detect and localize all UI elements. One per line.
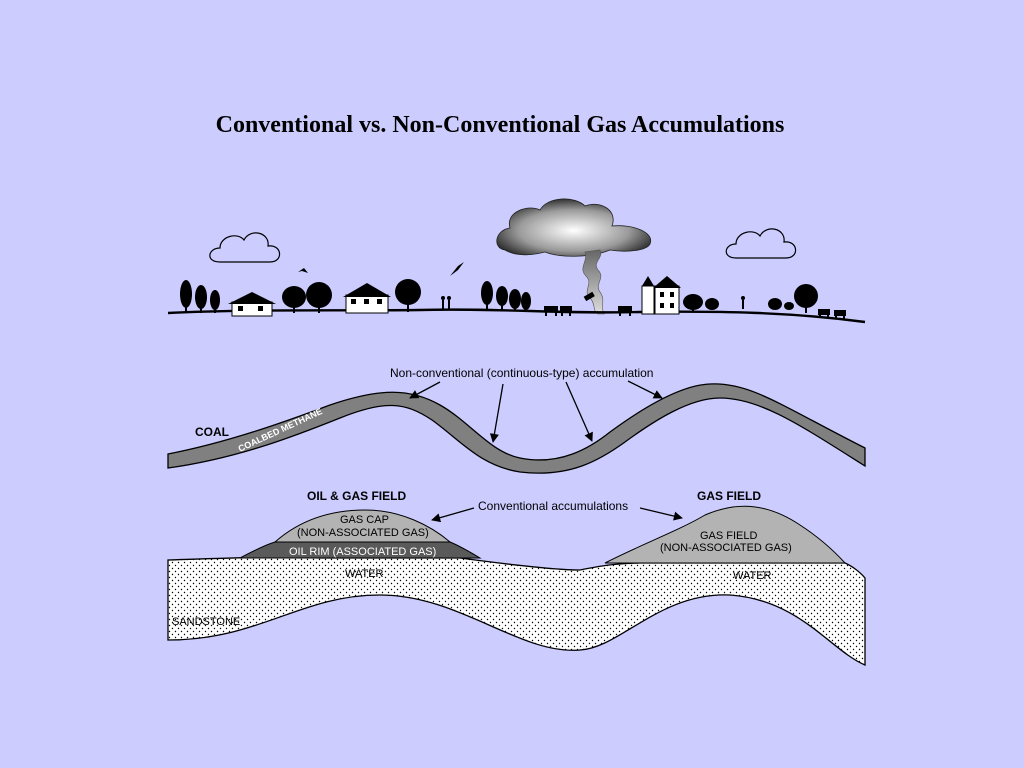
sandstone-label: SANDSTONE	[172, 616, 240, 628]
farmhouse-left-icon	[228, 292, 276, 317]
cows-icon	[544, 291, 846, 319]
water-left-label: WATER	[345, 568, 384, 580]
non-conventional-arrow	[565, 381, 593, 442]
landscape-scene	[167, 198, 866, 324]
tornado-funnel	[582, 249, 605, 315]
gas-field	[604, 505, 847, 564]
cloud-right	[725, 228, 797, 259]
conventional-arrow	[639, 507, 683, 521]
conventional-section: OIL & GAS FIELD GAS FIELD Conventional a…	[167, 489, 866, 666]
conventional-arrow	[431, 507, 475, 523]
gas-cap-label: GAS CAP	[340, 514, 389, 526]
gas-field-label: GAS FIELD	[700, 530, 758, 542]
sandstone-layer	[167, 556, 866, 666]
gas-cap-sub-label: (NON-ASSOCIATED GAS)	[297, 527, 429, 539]
trees	[180, 279, 818, 313]
ground-line	[167, 308, 866, 324]
non-conventional-label: Non-conventional (continuous-type) accum…	[390, 366, 653, 380]
coal-seam	[167, 383, 866, 474]
bird-icon	[298, 268, 308, 273]
people-icon	[441, 296, 745, 310]
bird-icon	[450, 262, 464, 276]
slide-title: Conventional vs. Non-Conventional Gas Ac…	[215, 112, 785, 138]
coal-seam-section: COAL COALBED METHANE Non-conventional (c…	[167, 366, 866, 474]
gas-field-heading: GAS FIELD	[697, 489, 761, 503]
coal-label: COAL	[195, 425, 229, 439]
conventional-label: Conventional accumulations	[478, 499, 628, 513]
gas-cap	[273, 509, 452, 543]
storm-cloud	[496, 198, 652, 257]
farmhouse-middle-icon	[343, 283, 391, 314]
oil-gas-field-heading: OIL & GAS FIELD	[307, 489, 406, 503]
water-right-label: WATER	[733, 570, 772, 582]
non-conventional-arrow	[409, 381, 441, 399]
cloud-left	[209, 232, 281, 263]
non-conventional-arrow	[627, 380, 663, 399]
gas-field-sub-label: (NON-ASSOCIATED GAS)	[660, 542, 792, 554]
non-conventional-arrow	[489, 383, 504, 443]
oil-rim-label: OIL RIM (ASSOCIATED GAS)	[289, 546, 436, 558]
farmhouse-right-icon	[641, 276, 681, 315]
